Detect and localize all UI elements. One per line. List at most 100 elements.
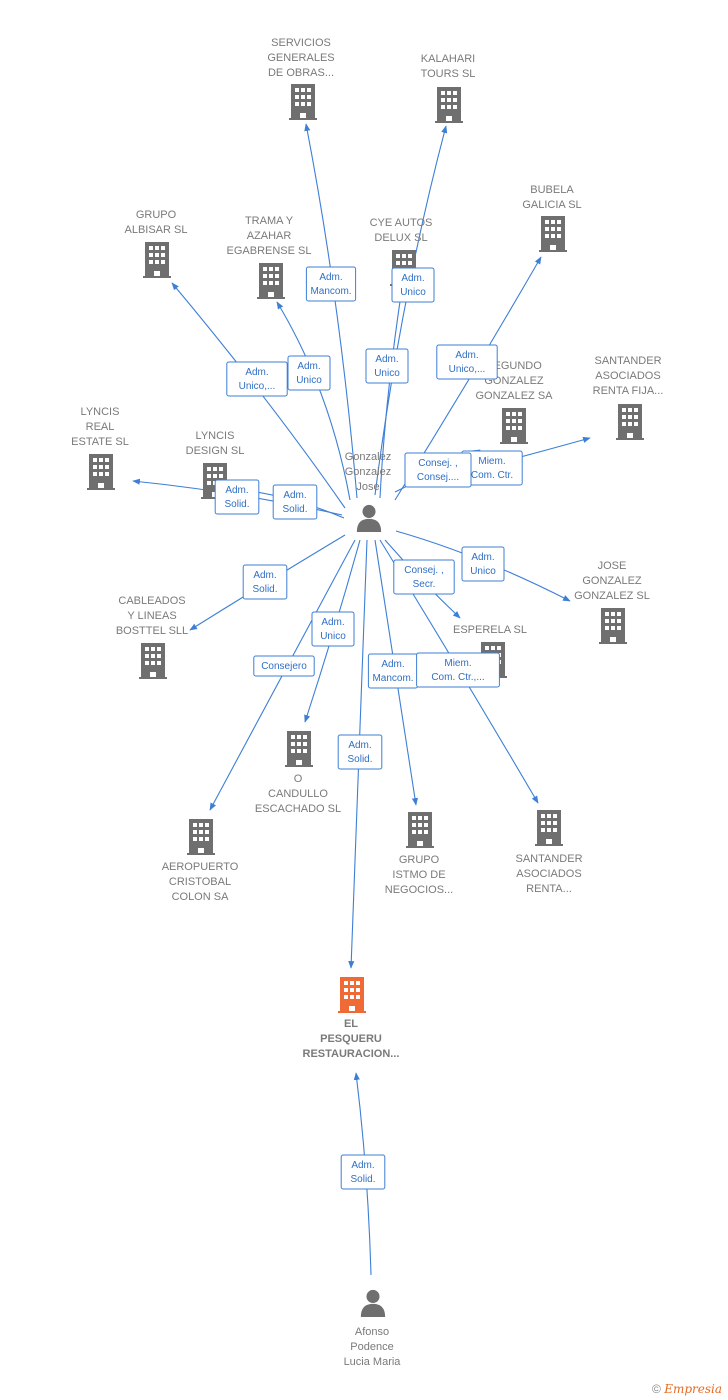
badge-label-line: Unico [470,566,496,577]
node-label-line: AZAHAR [247,230,292,242]
node-label-line: Lucia Maria [344,1356,402,1368]
building-icon [139,643,167,679]
node-label-line: RESTAURACION... [303,1048,400,1060]
edge-gonzalez-to-servicios [304,123,358,499]
edge-badge-gonzalez-to-candullo[interactable]: Adm.Unico [311,611,355,647]
node-label-line: LYNCIS [81,406,120,418]
badge-label-line: Com. Ctr.,... [431,672,484,683]
node-label-line: CYE AUTOS [370,217,433,229]
badge-box [416,652,500,688]
node-label-line: ESTATE SL [71,436,129,448]
edge-badge-gonzalez-to-aeropuerto[interactable]: Consejero [253,655,315,677]
node-label-line: GRUPO [399,854,440,866]
building-icon [599,608,627,644]
node-pesqueru[interactable]: ELPESQUERURESTAURACION... [303,977,400,1060]
edge-badge-gonzalez-to-cye[interactable]: Adm.Unico [365,348,409,384]
node-label-line: ISTMO DE [392,869,445,881]
badge-label-line: Adm. [471,552,494,563]
badge-box [311,611,355,647]
badge-label-line: Consej. , [418,458,457,469]
node-label-line: PESQUERU [320,1033,382,1045]
edge-badge-gonzalez-to-santander_fija[interactable]: Miem. Com. Ctr. [461,450,523,486]
badge-label-line: Consej.... [417,472,459,483]
badge-label-line: Solid. [252,584,277,595]
node-label-line: KALAHARI [421,53,475,65]
node-label-line: Afonso [355,1326,389,1338]
footer: © Empresia [652,1382,722,1396]
edge-badge-gonzalez-to-santander_renta[interactable]: Miem.Com. Ctr.,... [416,652,500,688]
edge-badge-gonzalez-to-trama[interactable]: Adm.Unico [287,355,331,391]
badge-label-line: Adm. [375,354,398,365]
node-label-line: Gonzalez [345,451,391,463]
node-label-line: COLON SA [172,891,230,903]
node-label-line: GONZALEZ SL [574,590,650,602]
node-label-line: Podence [350,1341,393,1353]
building-icon [338,977,366,1013]
node-label-line: CABLEADOS [118,595,185,607]
badge-label-line: Adm. [225,485,248,496]
edge-badge-gonzalez-to-bubela[interactable]: Adm.Unico,... [436,344,498,380]
edge-badge-gonzalez-to-cableados[interactable]: Adm.Solid. [242,564,288,600]
edge-badge-gonzalez-to-segundo[interactable]: Consej. , Consej.... [404,452,472,488]
edge-badge-gonzalez-to-jose_gg[interactable]: Adm. Unico [461,546,505,582]
brand-logo[interactable]: Empresia [664,1382,722,1396]
node-lyncis_design[interactable]: LYNCIS DESIGN SL [186,430,245,499]
building-icon [535,810,563,846]
node-label-line: GONZALEZ SA [475,390,553,402]
edge-badge-gonzalez-to-istmo[interactable]: Adm.Mancom. [367,653,419,689]
node-label-line: Jose [356,481,379,493]
building-icon [257,263,285,299]
edge-badge-gonzalez-to-pesqueru[interactable]: Adm.Solid. [337,734,383,770]
node-santander_renta[interactable]: SANTANDERASOCIADOSRENTA... [515,810,583,895]
badges-layer: Adm.Mancom.Adm.UnicoAdm.Unico,...Adm.Uni… [214,266,523,1190]
badge-label-line: Miem. [478,456,505,467]
badge-box [404,452,472,488]
edge-gonzalez-to-trama [276,301,351,501]
node-label-line: CANDULLO [268,788,328,800]
node-esperela[interactable]: ESPERELA SL [453,624,527,678]
node-label-line: SANTANDER [594,355,661,367]
edge-badge-gonzalez-to-grupo_albisar[interactable]: Adm.Unico,... [226,361,288,397]
badge-label-line: Com. Ctr. [471,470,513,481]
node-istmo[interactable]: GRUPO ISTMO DE NEGOCIOS... [385,812,453,896]
badge-label-line: Unico [296,375,322,386]
building-icon [143,242,171,278]
edge-badge-gonzalez-to-esperela[interactable]: Consej. ,Secr. [393,559,455,595]
node-label-line: AEROPUERTO [162,861,239,873]
edge-badge-gonzalez-to-lyncis_design[interactable]: Adm.Solid. [272,484,318,520]
building-icon [285,731,313,767]
node-label-line: ESCACHADO SL [255,803,341,815]
edge-badge-afonso-to-pesqueru[interactable]: Adm.Solid. [340,1154,386,1190]
edge-badge-gonzalez-to-servicios[interactable]: Adm.Mancom. [305,266,357,302]
node-label-line: GONZALEZ [582,575,642,587]
node-label-line: NEGOCIOS... [385,884,453,896]
badge-box [340,1154,386,1190]
edge-badge-gonzalez-to-kalahari[interactable]: Adm.Unico [391,267,435,303]
badge-label-line: Secr. [413,579,436,590]
node-label-line: O [294,773,303,785]
node-label-line: ESPERELA SL [453,624,527,636]
building-icon [539,216,567,252]
badge-label-line: Adm. [455,350,478,361]
edge-badge-gonzalez-to-lyncis_real[interactable]: Adm.Solid. [214,479,260,515]
node-label-line: BOSTTEL SLL [116,625,188,637]
node-label-line: ALBISAR SL [125,224,188,236]
node-label-line: LYNCIS [196,430,235,442]
node-candullo[interactable]: O CANDULLO ESCACHADO SL [255,731,341,815]
node-label-line: DESIGN SL [186,445,245,457]
badge-box [287,355,331,391]
